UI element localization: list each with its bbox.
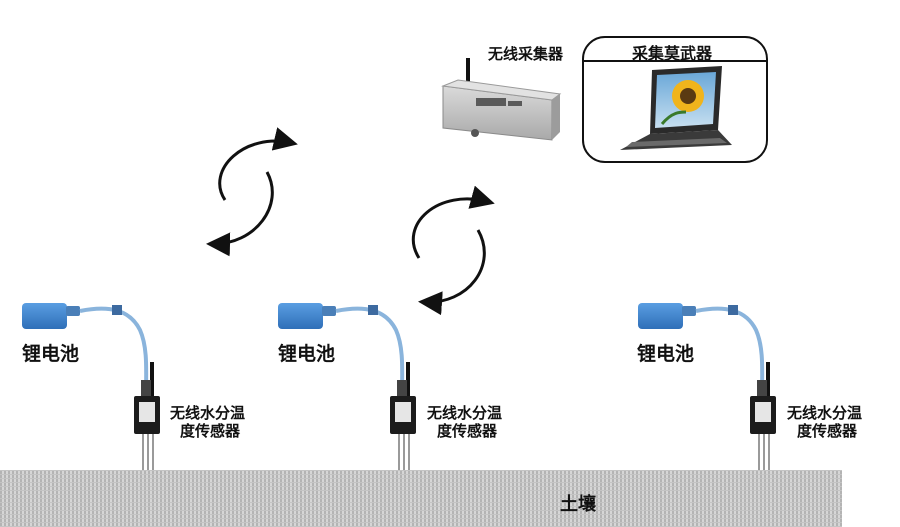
- battery-label-3: 锂电池: [637, 343, 695, 365]
- sensor-icon: [390, 362, 416, 470]
- sensor-node-2: [278, 303, 416, 470]
- battery-icon: [278, 303, 336, 329]
- software-label: 采集莫武器: [632, 44, 713, 63]
- battery-label-2: 锂电池: [278, 343, 336, 365]
- sensor-label-line-2: 度传感器: [180, 422, 241, 440]
- sensor-label-line-1: 无线水分温: [170, 404, 246, 422]
- sensor-label-line-1: 无线水分温: [787, 404, 863, 422]
- wireless-collector-icon: [441, 58, 562, 141]
- sensor-cable: [695, 306, 765, 397]
- sensor-label-1: 无线水分温 度传感器: [170, 404, 270, 440]
- battery-icon: [638, 303, 696, 329]
- sensor-node-1: [22, 303, 160, 470]
- sensor-label-2: 无线水分温 度传感器: [427, 404, 527, 440]
- collector-label: 无线采集器: [488, 45, 564, 63]
- sensor-label-3: 无线水分温 度传感器: [787, 404, 887, 440]
- sensor-icon: [750, 362, 776, 470]
- sensor-label-line-1: 无线水分温: [427, 404, 503, 422]
- laptop-icon: [620, 66, 732, 150]
- battery-icon: [22, 303, 80, 329]
- wireless-signal-arrows-icon: [206, 127, 298, 257]
- soil-label: 土壤: [560, 494, 596, 515]
- battery-label-1: 锂电池: [22, 343, 80, 365]
- sensor-node-3: [638, 303, 776, 470]
- soil-ground: [0, 470, 842, 527]
- sensor-label-line-2: 度传感器: [797, 422, 858, 440]
- sensor-icon: [134, 362, 160, 470]
- sensor-cable: [335, 306, 405, 397]
- wireless-signal-arrows-icon: [411, 185, 495, 316]
- sunflower-icon: [660, 80, 704, 125]
- sensor-label-line-2: 度传感器: [437, 422, 498, 440]
- sensor-cable: [79, 306, 149, 397]
